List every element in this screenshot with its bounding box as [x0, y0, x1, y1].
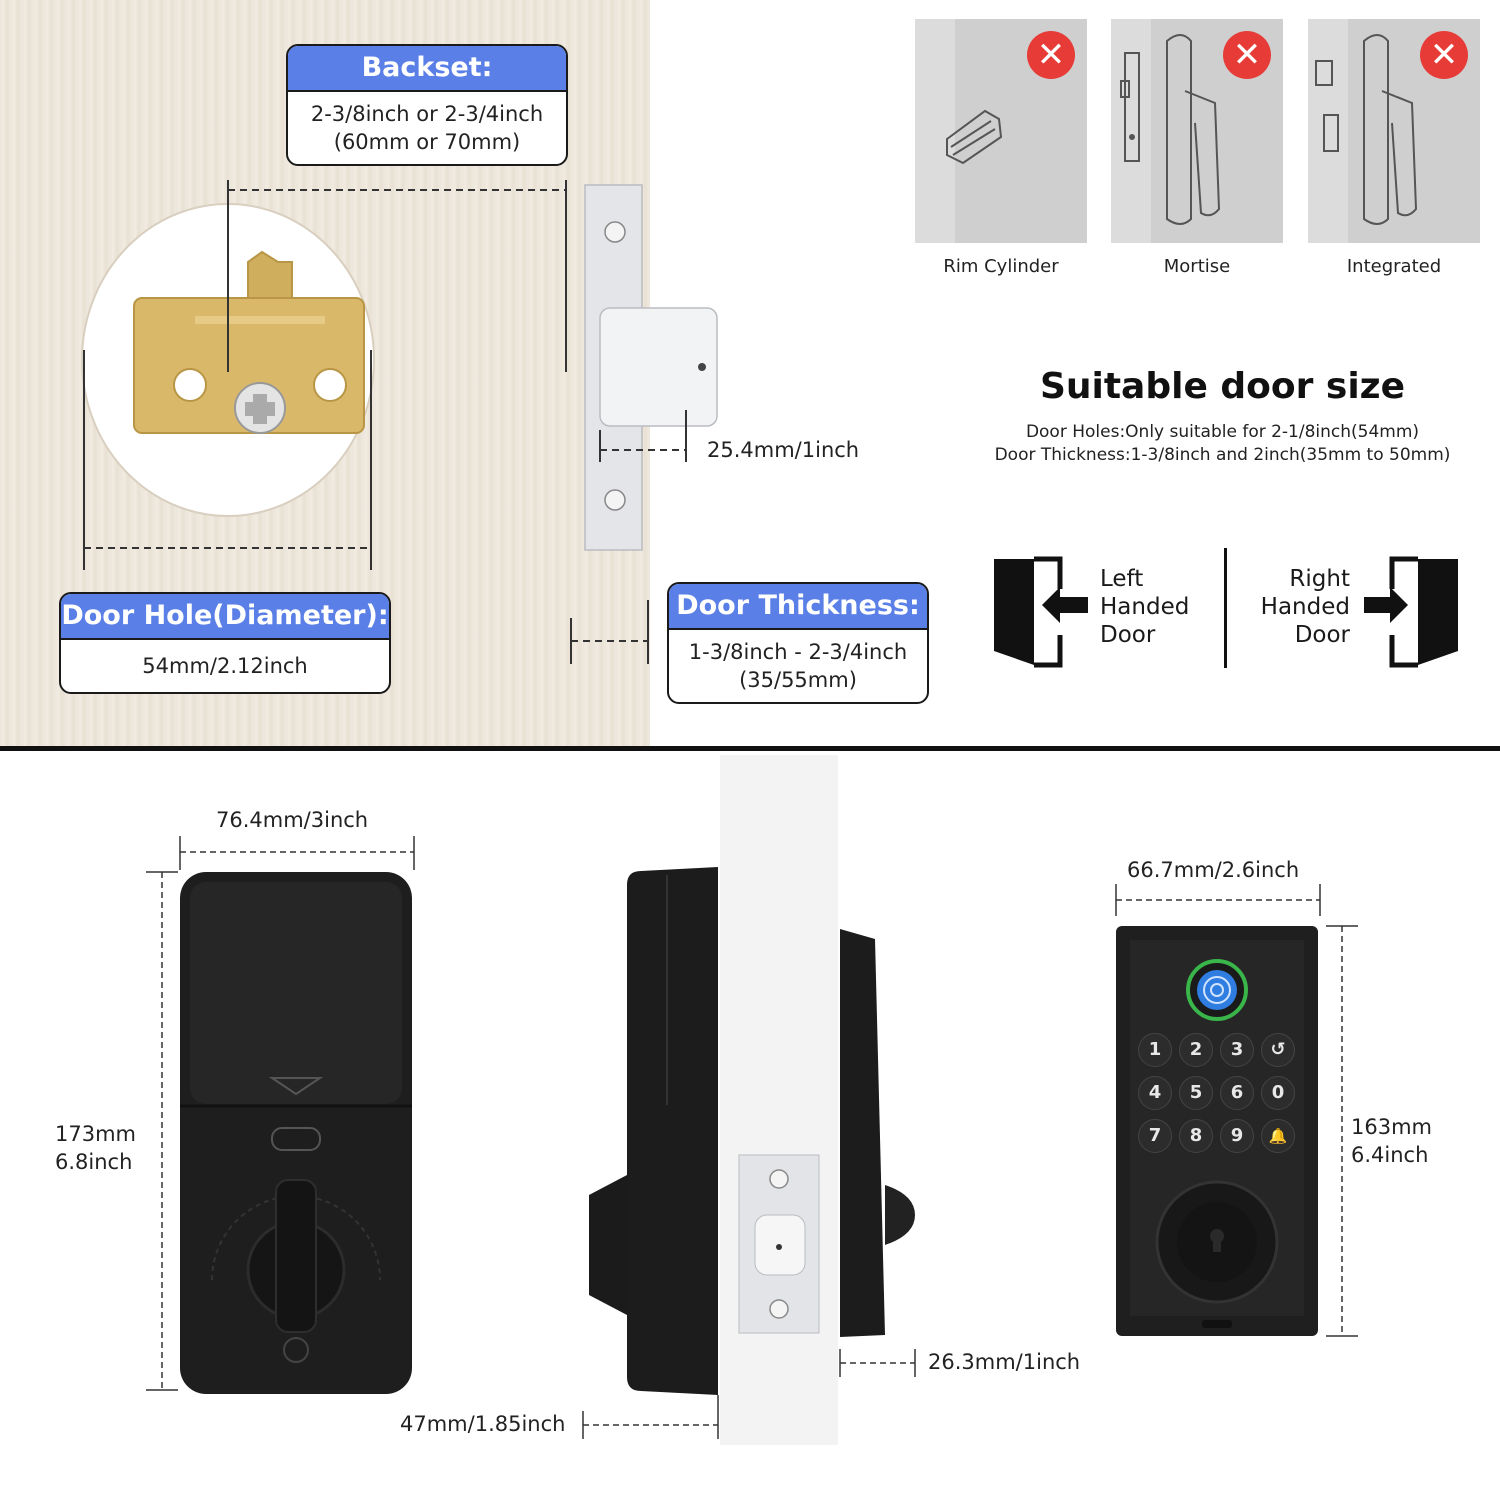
keypad-key[interactable]: 4 [1138, 1076, 1172, 1110]
door-holes-spec: Door Holes:Only suitable for 2-1/8inch(5… [1025, 422, 1420, 442]
rim-cylinder-label: Rim Cylinder [943, 256, 1059, 277]
thumb-turn-side [589, 1175, 627, 1315]
door-hole-title: Door Hole(Diameter): [61, 594, 389, 640]
mortise-label: Mortise [1163, 256, 1231, 277]
interior-width-label: 76.4mm/3inch [216, 808, 369, 832]
backset-value-inch: 2-3/8inch or 2-3/4inch [310, 102, 544, 126]
battery-icon [271, 1127, 321, 1151]
keypad: 1 2 3 ↺ 4 5 6 0 7 8 9 🔔 [1138, 1033, 1308, 1153]
keypad-key[interactable]: 2 [1179, 1033, 1213, 1067]
door-hole-value: 54mm/2.12inch [142, 654, 308, 678]
keypad-key[interactable]: 8 [1179, 1119, 1213, 1153]
thumb-turn [275, 1179, 317, 1333]
deadbolt [599, 307, 718, 427]
door-thickness-callout: Door Thickness: 1-3/8inch - 2-3/4inch (3… [667, 582, 929, 704]
side-view-diagram [582, 755, 916, 1445]
door-thickness-value-inch: 1-3/8inch - 2-3/4inch [688, 640, 908, 664]
interior-unit-side [627, 867, 718, 1395]
suitable-door-size-title: Suitable door size [1039, 366, 1406, 407]
integrated-lock-icon [1315, 34, 1418, 225]
rim-cylinder-icon [946, 109, 1003, 165]
mortise-lock-icon [1120, 34, 1221, 225]
right-handed-door-icon [1364, 556, 1458, 668]
doorbell-key-icon[interactable]: 🔔 [1261, 1119, 1295, 1153]
not-suitable-x-icon: ✕ [1223, 31, 1271, 79]
door-hole-illustration [81, 180, 718, 664]
keypad-key[interactable]: 3 [1220, 1033, 1254, 1067]
bolt-length-label: 25.4mm/1inch [707, 438, 860, 462]
interior-height-inch-label: 6.8inch [55, 1150, 133, 1174]
not-suitable-x-icon: ✕ [1420, 31, 1468, 79]
door-hole-callout: Door Hole(Diameter): 54mm/2.12inch [59, 592, 391, 694]
backset-title: Backset: [288, 46, 566, 92]
back-key-icon[interactable]: ↺ [1261, 1033, 1295, 1067]
exterior-depth-label: 26.3mm/1inch [928, 1350, 1081, 1374]
exterior-height-mm-label: 163mm [1351, 1115, 1432, 1139]
interior-unit-diagram [146, 836, 415, 1394]
keypad-key[interactable]: 5 [1179, 1076, 1213, 1110]
handing-divider [1224, 548, 1227, 668]
backset-callout: Backset: 2-3/8inch or 2-3/4inch (60mm or… [286, 44, 568, 166]
keyhole-icon [1213, 1236, 1221, 1252]
rim-cylinder-card: ✕ [915, 19, 1087, 243]
door-cross-section [720, 755, 838, 1445]
integrated-card: ✕ [1308, 19, 1480, 243]
door-thickness-value-mm: (35/55mm) [739, 668, 857, 692]
door-thickness-spec: Door Thickness:1-3/8inch and 2inch(35mm … [994, 445, 1451, 465]
interior-depth-label: 47mm/1.85inch [400, 1412, 566, 1436]
mortise-card: ✕ [1111, 19, 1283, 243]
integrated-label: Integrated [1346, 256, 1442, 277]
faceplate-screw-icon [604, 489, 626, 511]
not-suitable-x-icon: ✕ [1027, 31, 1075, 79]
section-divider [0, 746, 1500, 751]
faceplate-screw-icon [604, 221, 626, 243]
door-thickness-title: Door Thickness: [669, 584, 927, 630]
exterior-unit-side [840, 929, 885, 1337]
exterior-width-label: 66.7mm/2.6inch [1127, 858, 1300, 882]
keypad-key[interactable]: 6 [1220, 1076, 1254, 1110]
left-handed-door-icon [994, 556, 1088, 668]
backset-value-mm: (60mm or 70mm) [333, 130, 521, 154]
fingerprint-icon [1197, 970, 1237, 1010]
keypad-key[interactable]: 9 [1220, 1119, 1254, 1153]
interior-height-mm-label: 173mm [55, 1122, 136, 1146]
exterior-height-inch-label: 6.4inch [1351, 1143, 1429, 1167]
keypad-key[interactable]: 1 [1138, 1033, 1172, 1067]
keypad-key[interactable]: 0 [1261, 1076, 1295, 1110]
keypad-key[interactable]: 7 [1138, 1119, 1172, 1153]
